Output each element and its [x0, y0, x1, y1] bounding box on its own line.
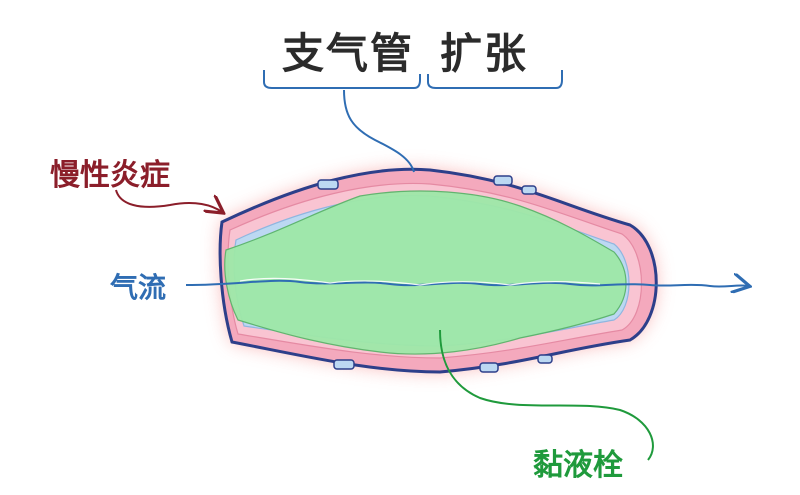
title-bronchus: 支气管 — [282, 29, 415, 78]
wall-bump — [493, 175, 513, 186]
mucus-plug — [224, 190, 627, 355]
wall-bump — [479, 362, 499, 373]
label-mucus-plug: 黏液栓 — [533, 448, 623, 483]
wall-bump — [317, 179, 339, 190]
title-dilation: 扩张 — [440, 29, 529, 78]
title-pointer-line — [343, 89, 415, 173]
airflow-line — [185, 281, 748, 287]
wall-bump — [333, 359, 355, 370]
inflammation-pointer — [115, 189, 222, 212]
label-chronic-inflammation: 慢性炎症 — [50, 158, 170, 193]
label-airflow: 气流 — [110, 271, 167, 304]
title-bracket-right — [427, 70, 563, 89]
mucus-plug-pointer — [439, 329, 654, 461]
title-bracket-left — [263, 70, 421, 89]
wall-bump — [537, 354, 553, 364]
airflow-highlight — [239, 277, 601, 286]
wall-bump — [521, 185, 537, 195]
